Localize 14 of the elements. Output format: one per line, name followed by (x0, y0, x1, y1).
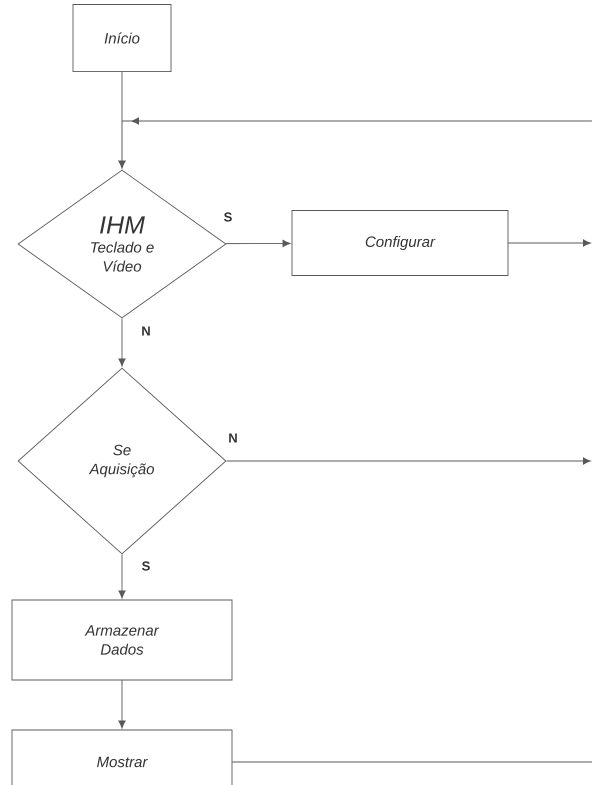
start-box: Início (72, 4, 172, 72)
edge-label: N (227, 432, 239, 444)
arrow (118, 554, 126, 598)
arrow (508, 239, 591, 247)
arrow (225, 240, 290, 248)
arrow (118, 680, 126, 728)
edge-label: N (140, 326, 152, 336)
process-box: Armazenar Dados (12, 600, 232, 680)
arrow (118, 117, 592, 168)
edge-label: S (140, 560, 152, 572)
arrow (226, 457, 591, 465)
arrow (118, 318, 126, 366)
process-box: Mostrar (12, 730, 232, 785)
process-box: Configurar (292, 210, 508, 276)
